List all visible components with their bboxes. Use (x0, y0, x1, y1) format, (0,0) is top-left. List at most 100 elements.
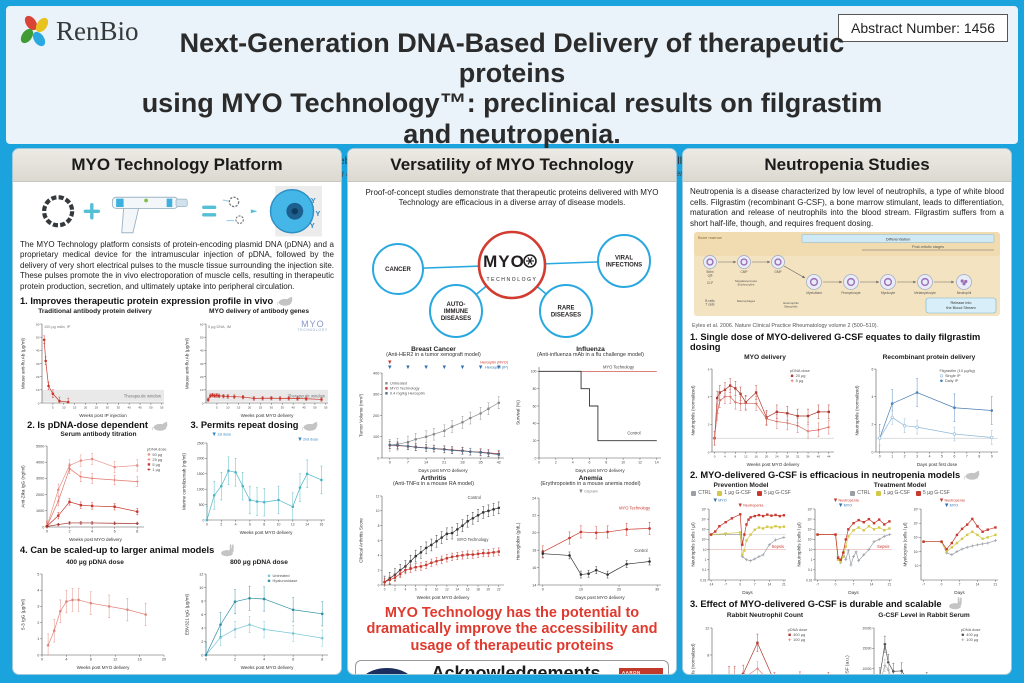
svg-text:10: 10 (276, 522, 280, 526)
svg-text:3: 3 (916, 455, 918, 459)
svg-text:10⁵: 10⁵ (914, 508, 920, 512)
svg-text:Untreated: Untreated (273, 573, 290, 578)
chart-subtitle: (Anti-TNFα in a mouse RA model) (392, 481, 474, 488)
middle-column: Versatility of MYO Technology Proof-of-c… (347, 148, 677, 675)
poster-title-line2: using MYO Technology™: preclinical resul… (141, 88, 883, 149)
svg-text:10⁴: 10⁴ (701, 518, 707, 522)
svg-text:6: 6 (872, 368, 874, 372)
svg-text:5: 5 (941, 455, 943, 459)
svg-text:30: 30 (270, 405, 274, 409)
svg-text:10: 10 (809, 548, 813, 552)
svg-text:0: 0 (388, 460, 390, 464)
chart-subtitle: (Anti-HER2 in a tumor xenograft model) (386, 352, 481, 359)
svg-text:10: 10 (226, 405, 230, 409)
svg-text:24: 24 (775, 455, 779, 459)
svg-text:5: 5 (216, 405, 218, 409)
svg-text:45: 45 (302, 405, 306, 409)
svg-text:20: 20 (84, 405, 88, 409)
svg-text:1st dose: 1st dose (217, 432, 231, 436)
svg-text:10: 10 (200, 388, 204, 392)
svg-text:10³: 10³ (914, 536, 919, 540)
svg-text:22: 22 (497, 588, 501, 592)
svg-text:7: 7 (754, 583, 756, 587)
svg-text:the Blood Stream: the Blood Stream (946, 306, 975, 310)
svg-text:8: 8 (90, 657, 92, 661)
left-section3-heading: 3. Permits repeat dosing (191, 420, 321, 431)
svg-text:Clinical Arthritis Score: Clinical Arthritis Score (358, 518, 363, 563)
svg-text:0: 0 (708, 451, 710, 455)
svg-text:8: 8 (707, 653, 709, 657)
svg-text:0: 0 (538, 460, 540, 464)
svg-text:80: 80 (532, 387, 536, 391)
chart-title: Anemia (578, 474, 603, 482)
svg-text:7: 7 (966, 455, 968, 459)
chart-title: Traditional antibody protein delivery (38, 308, 152, 316)
svg-text:0: 0 (202, 518, 204, 522)
svg-text:Release into: Release into (950, 301, 971, 305)
svg-text:60: 60 (200, 322, 204, 326)
svg-text:0.01: 0.01 (806, 579, 812, 583)
svg-text:0: 0 (205, 657, 207, 661)
mouse-icon (964, 469, 982, 481)
svg-text:6: 6 (414, 588, 416, 592)
svg-text:1: 1 (811, 558, 813, 562)
svg-text:2: 2 (708, 423, 710, 427)
mouse-icon (277, 295, 295, 306)
svg-text:28: 28 (786, 455, 790, 459)
svg-text:100 µg: 100 µg (793, 637, 805, 642)
svg-text:21: 21 (782, 583, 786, 587)
svg-text:60: 60 (532, 404, 536, 408)
svg-text:Macrophages: Macrophages (737, 299, 756, 303)
svg-text:Myelocytes (cells / µl): Myelocytes (cells / µl) (903, 522, 908, 566)
right-column-header: Neutropenia Studies (683, 149, 1011, 182)
svg-text:Hemoglobin (g/dL): Hemoglobin (g/dL) (515, 522, 520, 560)
svg-text:44: 44 (827, 455, 831, 459)
diagram-citation: Eyles et al. 2006. Nature Clinical Pract… (692, 323, 879, 330)
svg-text:Therapeutic window: Therapeutic window (124, 393, 162, 398)
svg-text:42: 42 (496, 460, 500, 464)
svg-text:8: 8 (321, 657, 323, 661)
svg-text:Days: Days (742, 590, 753, 595)
svg-text:4000: 4000 (35, 460, 43, 464)
svg-text:14: 14 (424, 460, 428, 464)
svg-text:10³: 10³ (808, 528, 813, 532)
svg-text:T cells: T cells (705, 303, 715, 307)
svg-text:1000: 1000 (35, 509, 43, 513)
svg-text:40: 40 (532, 422, 536, 426)
svg-text:Y: Y (311, 196, 316, 205)
svg-text:0: 0 (739, 583, 741, 587)
svg-text:Weeks post MYO delivery: Weeks post MYO delivery (241, 412, 294, 417)
svg-text:0: 0 (42, 525, 44, 529)
svg-text:4: 4 (724, 455, 726, 459)
chart-title: G-CSF Level in Rabbit Serum (878, 612, 970, 620)
svg-text:10: 10 (36, 388, 40, 392)
svg-text:12: 12 (705, 626, 709, 630)
acknowledgements-title: Acknowledgements (431, 662, 601, 674)
header-band: RenBio Abstract Number: 1456 Next-Genera… (6, 6, 1018, 178)
svg-text:45: 45 (138, 405, 142, 409)
svg-text:Control: Control (467, 495, 480, 500)
svg-text:400: 400 (373, 371, 379, 375)
left-section4-heading: 4. Can be scaled-up to larger animal mod… (20, 543, 334, 557)
svg-text:2: 2 (554, 460, 556, 464)
svg-text:10⁴: 10⁴ (807, 518, 813, 522)
middle-intro: Proof-of-concept studies demonstrate tha… (365, 188, 659, 208)
svg-text:20: 20 (765, 455, 769, 459)
svg-text:MYO: MYO (844, 504, 853, 508)
svg-text:MYO Technology: MYO Technology (457, 537, 489, 542)
svg-text:1500: 1500 (196, 472, 204, 476)
svg-text:4: 4 (37, 589, 39, 593)
svg-text:400 µg: 400 µg (966, 632, 978, 637)
right-intro: Neutropenia is a disease characterized b… (690, 187, 1004, 228)
svg-text:2: 2 (220, 522, 222, 526)
svg-text:Herceptin (MYO): Herceptin (MYO) (480, 361, 508, 365)
svg-text:MYO Technology: MYO Technology (389, 386, 419, 391)
svg-text:12: 12 (199, 572, 203, 576)
svg-text:5 µg DNA, IM: 5 µg DNA, IM (208, 325, 231, 329)
svg-text:IMMUNE: IMMUNE (444, 309, 468, 315)
svg-text:6: 6 (201, 613, 203, 617)
svg-text:Control: Control (627, 431, 640, 436)
